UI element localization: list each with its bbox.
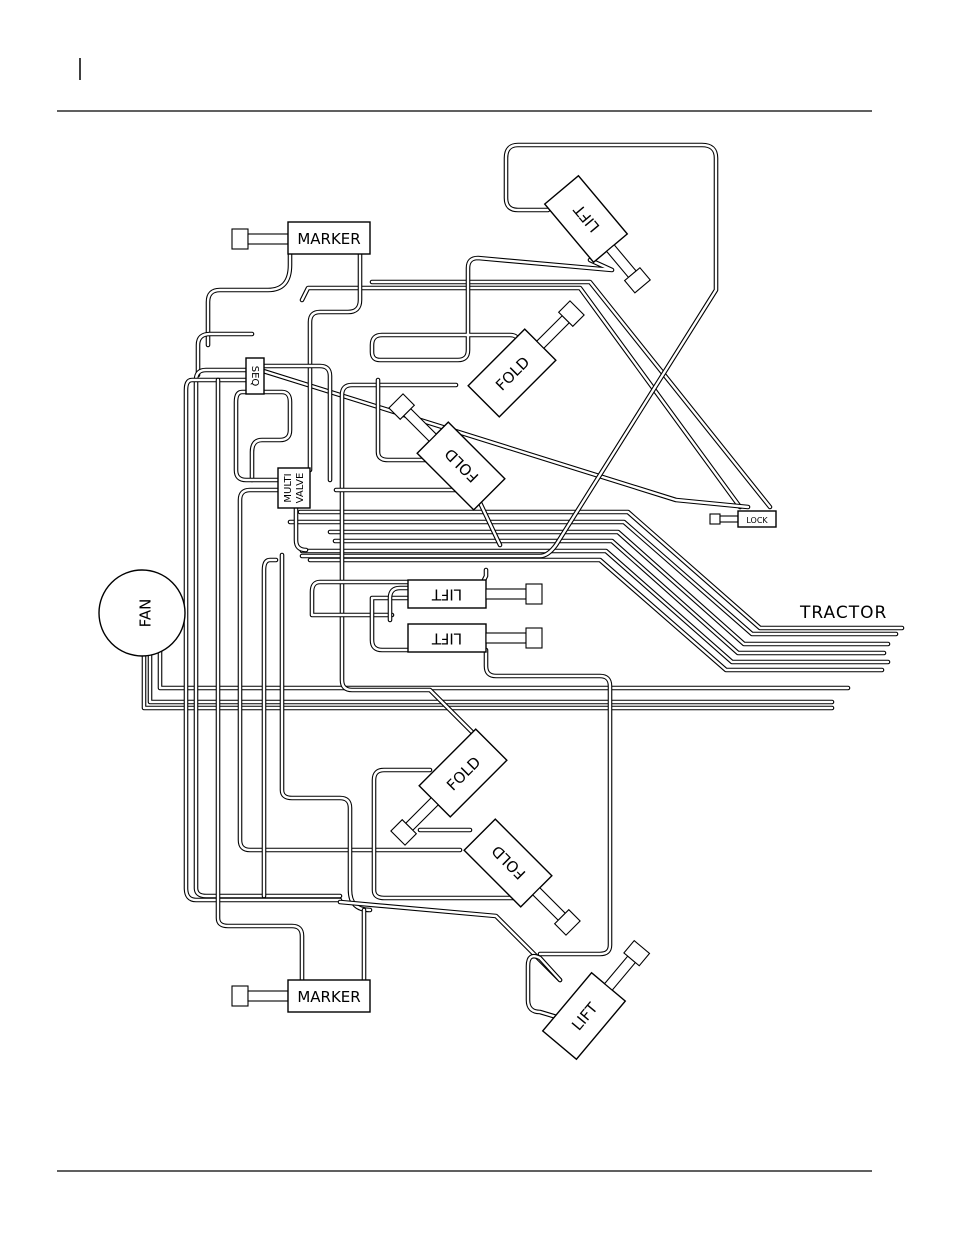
seq-valve: SEQ bbox=[246, 358, 264, 394]
multi-valve: MULTI VALVE bbox=[278, 468, 310, 508]
multi-label: MULTI bbox=[283, 473, 294, 502]
lock-label: LOCK bbox=[746, 516, 768, 525]
fold-upper-a-cylinder: FOLD bbox=[468, 292, 592, 416]
marker-bottom-label: MARKER bbox=[297, 988, 360, 1006]
fan-label: FAN bbox=[137, 599, 155, 628]
lock: LOCK bbox=[710, 511, 776, 527]
marker-top-label: MARKER bbox=[297, 230, 360, 248]
fan: FAN bbox=[99, 570, 185, 656]
lift-mid-upper-cylinder: LIFT bbox=[408, 580, 542, 608]
valve-label: VALVE bbox=[295, 473, 306, 504]
marker-top: MARKER bbox=[232, 222, 370, 254]
seq-label: SEQ bbox=[249, 366, 260, 387]
lift-mid-lower-cylinder: LIFT bbox=[408, 624, 542, 652]
lift-mid-upper-label: LIFT bbox=[431, 586, 462, 604]
tractor-label: TRACTOR bbox=[799, 603, 887, 623]
marker-bottom: MARKER bbox=[232, 980, 370, 1012]
fold-lower-b-cylinder: FOLD bbox=[464, 819, 588, 943]
lift-mid-lower-label: LIFT bbox=[431, 630, 462, 648]
